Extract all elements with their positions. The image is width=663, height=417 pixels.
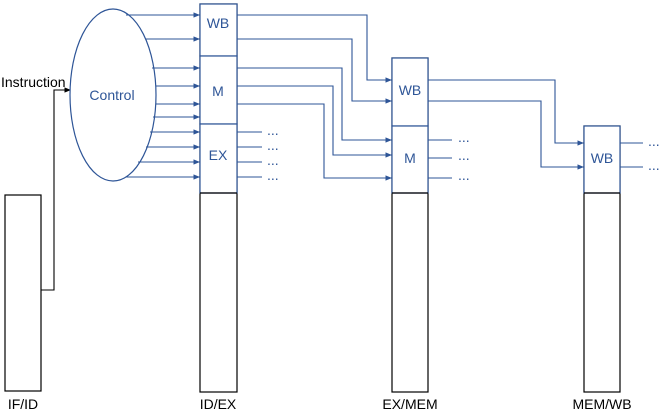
control-label: Control: [89, 87, 134, 103]
mem-wb-label: MEM/WB: [572, 396, 631, 412]
id-ex-m-field: [199, 55, 238, 125]
control-output-wires: [126, 12, 200, 180]
ellipsis: ...: [458, 129, 470, 145]
ex-mem-wb-label: WB: [399, 82, 422, 98]
control-unit: [69, 8, 157, 182]
id-ex-to-ex-mem-wb-wires: [237, 14, 392, 104]
mem-wb-outputs: [620, 142, 643, 168]
id-ex-label: ID/EX: [200, 396, 237, 412]
ex-mem-label: EX/MEM: [382, 396, 437, 412]
ellipsis: ...: [648, 133, 660, 149]
id-ex-wb-label: WB: [207, 15, 230, 31]
id-ex-ex-label: EX: [209, 147, 228, 163]
ellipsis: ...: [267, 167, 279, 183]
id-ex-to-ex-mem-m-wires: [237, 67, 392, 181]
instruction-label: Instruction: [1, 74, 66, 90]
ex-mem-m-field: [391, 125, 429, 194]
ex-mem-to-mem-wb-wires: [428, 79, 584, 170]
mem-wb-wb-label: WB: [591, 150, 614, 166]
ellipsis: ...: [267, 152, 279, 168]
instruction-wire: [41, 87, 71, 291]
ex-mem-m-outputs: [428, 139, 452, 179]
mem-wb-register: [583, 125, 621, 393]
ellipsis: ...: [458, 147, 470, 163]
ellipsis: ...: [267, 122, 279, 138]
if-id-label: IF/ID: [8, 396, 38, 412]
id-ex-m-label: M: [212, 83, 224, 99]
id-ex-ex-outputs: [237, 131, 262, 178]
mem-wb-wb-field: [583, 125, 621, 194]
ellipsis: ...: [267, 137, 279, 153]
id-ex-register: [199, 3, 238, 393]
ellipsis: ...: [648, 157, 660, 173]
ex-mem-m-label: M: [404, 150, 416, 166]
ex-mem-register: [391, 57, 429, 393]
if-id-register: [4, 194, 42, 392]
ellipsis: ...: [458, 167, 470, 183]
